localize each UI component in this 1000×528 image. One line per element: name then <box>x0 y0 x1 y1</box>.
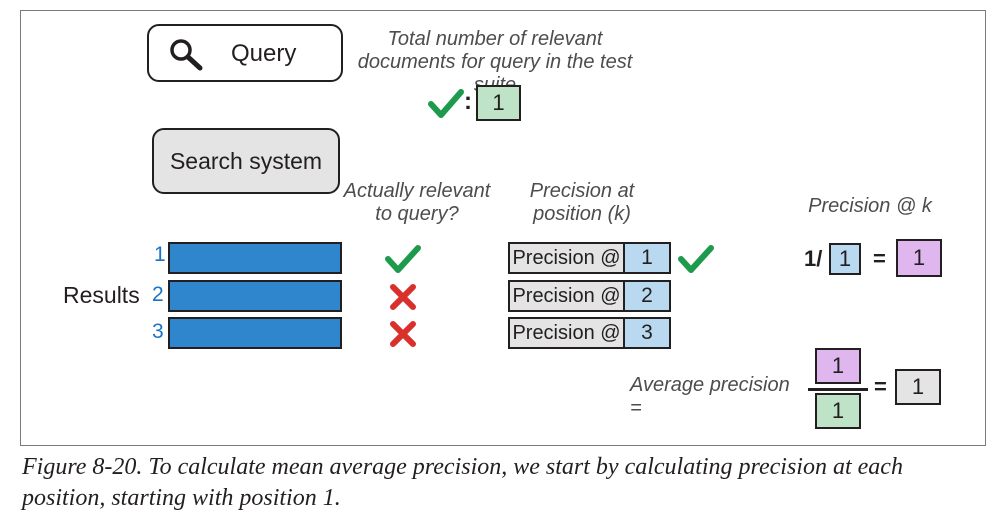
total-relevant-caption: Total number of relevant documents for q… <box>357 28 633 96</box>
total-relevant-colon: : <box>464 88 472 115</box>
precision-at-column-header: Precision at position (k) <box>529 180 635 225</box>
figure-frame <box>20 10 986 446</box>
precision-at-label: Precision @ <box>508 317 625 349</box>
search-system-label: Search system <box>169 147 323 174</box>
fraction-line <box>808 388 868 391</box>
precision-result: 1 <box>896 239 942 277</box>
query-box: Query <box>147 24 343 82</box>
precision-at-row-1: Precision @ 1 <box>508 242 671 274</box>
result-bar-1 <box>168 242 342 274</box>
precision-at-label: Precision @ <box>508 242 625 274</box>
rank-1: 1 <box>154 243 166 266</box>
result-bar-3 <box>168 317 342 349</box>
precision-at-label: Precision @ <box>508 280 625 312</box>
figure-caption: Figure 8-20. To calculate mean average p… <box>22 454 903 511</box>
precision-denominator: 1 <box>829 243 861 275</box>
precision-at-row-2: Precision @ 2 <box>508 280 671 312</box>
average-precision-denominator: 1 <box>815 393 861 429</box>
rank-3: 3 <box>152 320 164 343</box>
precision-at-row-3: Precision @ 3 <box>508 317 671 349</box>
results-label: Results <box>63 282 140 308</box>
query-label: Query <box>231 40 297 67</box>
rank-2: 2 <box>152 283 164 306</box>
precision-at-k: 2 <box>625 280 671 312</box>
precision-equals: = <box>873 246 886 271</box>
search-system-box: Search system <box>152 128 340 194</box>
average-precision-equals: = <box>874 374 887 399</box>
precision-at-k: 1 <box>625 242 671 274</box>
result-bar-2 <box>168 280 342 312</box>
precision-numerator: 1/ <box>804 246 823 271</box>
average-precision-numerator: 1 <box>815 348 861 384</box>
relevant-column-header: Actually relevant to query? <box>343 180 491 225</box>
average-precision-result: 1 <box>895 369 941 405</box>
average-precision-label: Average precision = <box>630 374 790 419</box>
total-relevant-value: 1 <box>476 85 521 121</box>
magnifier-icon <box>167 37 207 78</box>
precision-k-column-header: Precision @ k <box>808 195 932 217</box>
precision-at-k: 3 <box>625 317 671 349</box>
